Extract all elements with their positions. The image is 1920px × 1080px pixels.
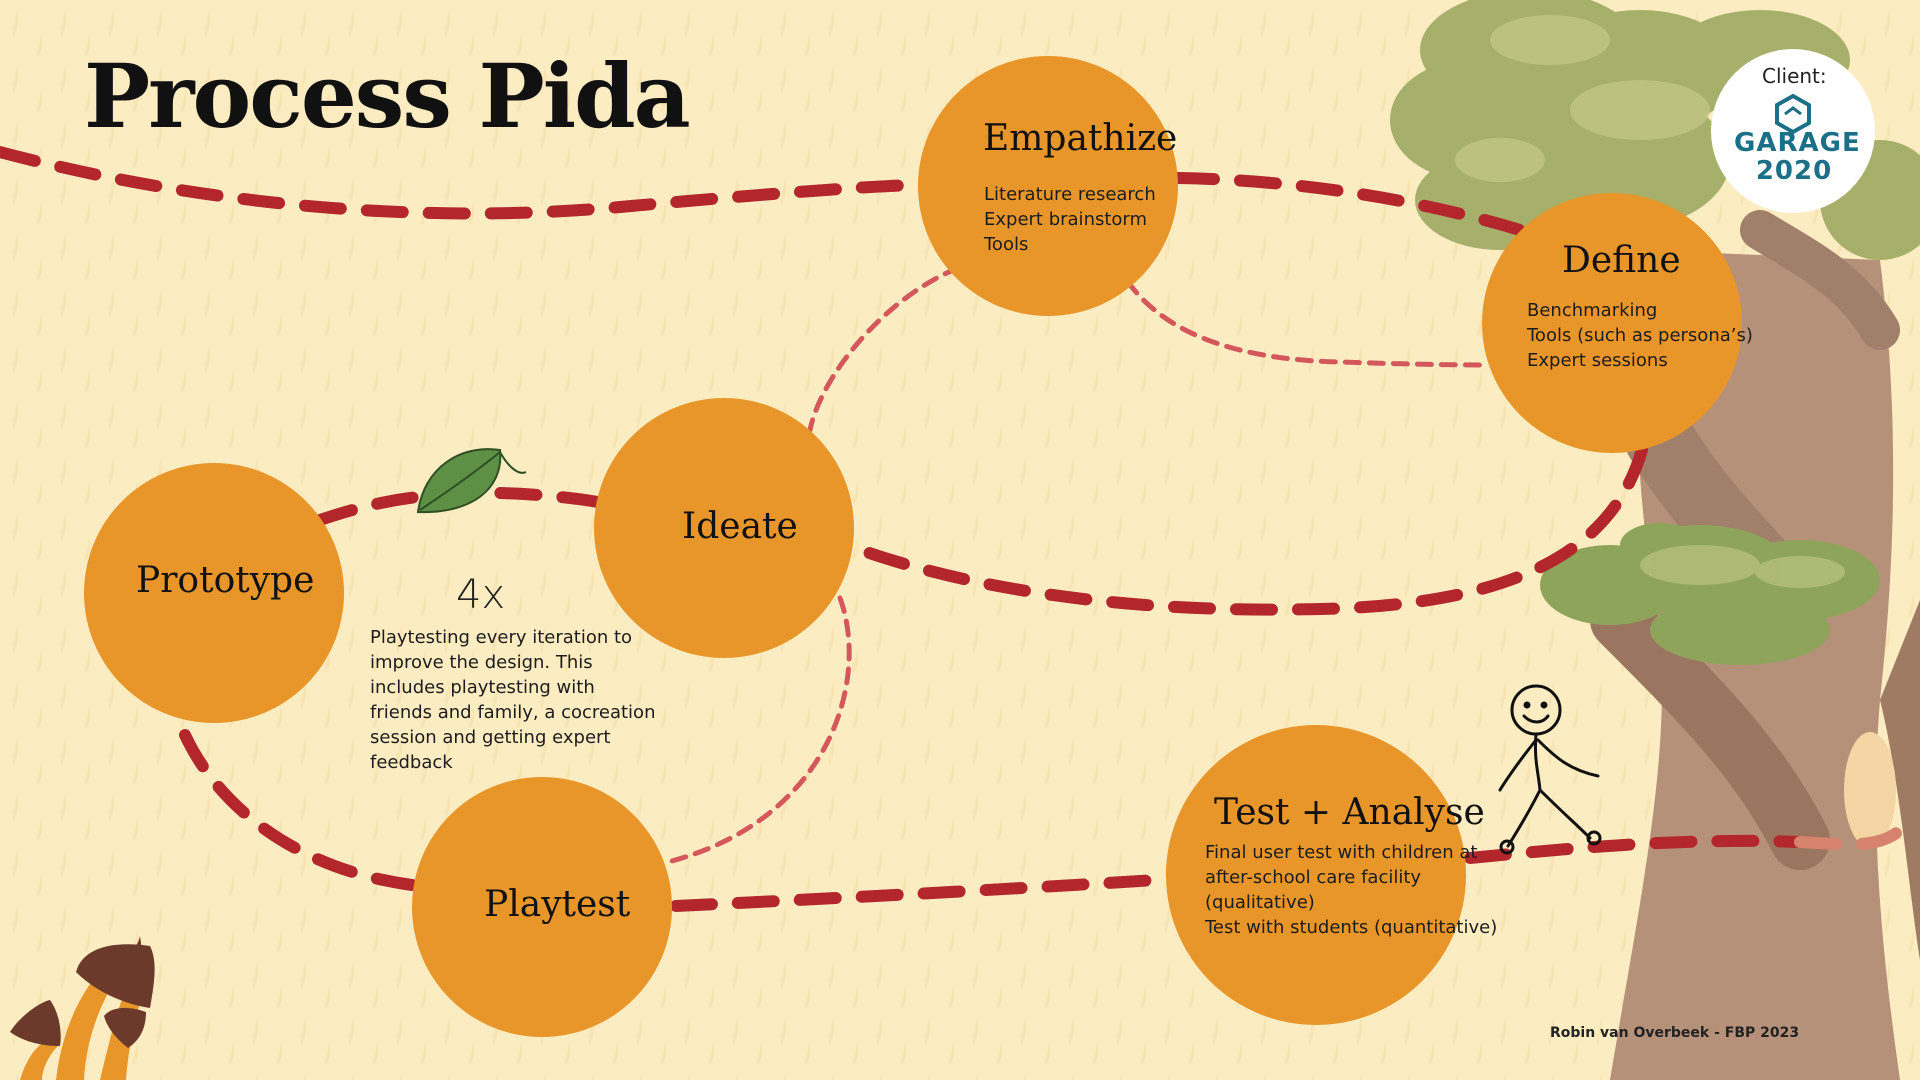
path-empathize-define — [1172, 172, 1526, 236]
list-item: Literature research — [984, 184, 1156, 205]
path-empathize-ideate — [807, 265, 961, 433]
iteration-description: Playtesting every iteration to improve t… — [370, 627, 656, 773]
node-define-title: Define — [1562, 240, 1681, 281]
path-playtest-test — [670, 874, 1161, 912]
path-start-empathize — [0, 146, 924, 220]
list-item: Tools — [984, 234, 1029, 255]
hexagon-logo-icon — [1775, 93, 1811, 135]
process-paths — [0, 146, 1906, 912]
node-ideate — [594, 398, 854, 658]
list-item: Tools (such as persona’s) — [1527, 325, 1753, 346]
node-test-analyse — [1166, 725, 1466, 1025]
credit-text: Robin van Overbeek - FBP 2023 — [1550, 1025, 1800, 1041]
list-item: Expert brainstorm — [984, 209, 1148, 230]
process-nodes — [84, 56, 1742, 1037]
node-playtest — [412, 777, 672, 1037]
path-empathize-define-inner — [1125, 279, 1488, 368]
page-title: Process Pida — [84, 44, 691, 148]
path-ideate-playtest — [665, 595, 852, 865]
stick-figure-icon — [1498, 684, 1602, 855]
client-year: 2020 — [1755, 156, 1833, 186]
node-empathize — [918, 56, 1178, 316]
client-label: Client: — [1762, 64, 1827, 88]
list-item: Benchmarking — [1527, 300, 1658, 321]
path-end-faded — [1794, 824, 1906, 851]
list-item: Test with students (quantitative) — [1205, 917, 1498, 938]
node-ideate-title: Ideate — [682, 506, 798, 547]
path-define-ideate — [849, 444, 1648, 616]
node-define — [1482, 193, 1742, 453]
leaf-icon — [416, 448, 527, 514]
node-test-analyse-title: Test + Analyse — [1214, 792, 1485, 833]
list-item: Final user test with children at — [1205, 842, 1478, 863]
node-prototype-title: Prototype — [136, 560, 315, 601]
iteration-count: 4x — [456, 572, 506, 618]
list-item: after-school care facility — [1205, 867, 1422, 888]
node-prototype — [84, 463, 344, 723]
node-define-list: Benchmarking Tools (such as persona’s) E… — [1527, 298, 1753, 373]
list-item: Expert sessions — [1527, 350, 1668, 371]
mushroom-icon — [10, 936, 155, 1080]
list-item: (qualitative) — [1205, 892, 1315, 913]
client-name: GARAGE — [1734, 128, 1861, 158]
node-test-analyse-list: Final user test with children at after-s… — [1205, 840, 1497, 940]
path-prototype-playtest — [179, 729, 418, 891]
node-empathize-title: Empathize — [983, 118, 1178, 159]
node-playtest-title: Playtest — [484, 884, 631, 925]
node-empathize-list: Literature research Expert brainstorm To… — [984, 182, 1156, 257]
